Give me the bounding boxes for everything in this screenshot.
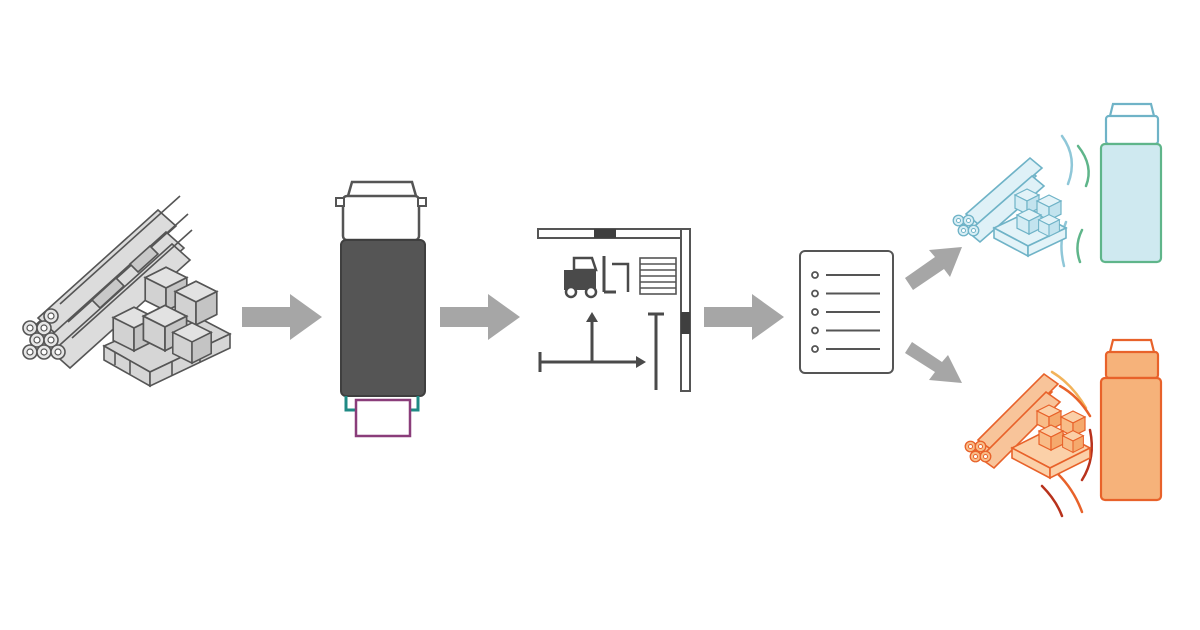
flow-arrow-up — [905, 247, 962, 290]
flow-arrow-1 — [242, 294, 322, 340]
warehouse-walls — [537, 228, 691, 392]
checklist-bullet — [811, 308, 819, 316]
truck-cab-roof — [346, 180, 418, 197]
flow-arrow-3 — [704, 294, 784, 340]
stable-boxes — [1014, 188, 1062, 237]
truck-top-view-icon — [335, 180, 427, 438]
route-lines — [538, 312, 664, 390]
pallet-slot-icon — [612, 262, 630, 292]
shifting-load-icon — [964, 338, 1163, 518]
checklist-bullet — [811, 289, 819, 298]
checklist-bullet — [811, 345, 819, 353]
flow-arrow-2 — [440, 294, 520, 340]
pipe-bundle — [28, 195, 193, 370]
checklist-row — [811, 345, 880, 353]
flow-arrow-down — [905, 342, 962, 383]
checklist-row — [811, 308, 880, 316]
truck-body — [340, 239, 426, 397]
stable-motion-lines — [1060, 134, 1090, 268]
shifting-motion-lines — [1040, 370, 1093, 518]
warehouse-door-top — [594, 229, 616, 238]
forklift-icon — [564, 256, 616, 299]
shelving-rack-icon — [639, 257, 677, 295]
checklist-bullet — [811, 326, 819, 335]
pipe-bundle-and-pallet-icon — [22, 195, 232, 388]
truck-cab — [341, 194, 421, 242]
warehouse-door-side — [681, 312, 690, 334]
stable-load-icon — [952, 102, 1163, 268]
warehouse-floorplan-icon — [537, 228, 691, 392]
stable-truck-icon — [1099, 102, 1163, 264]
checklist-row — [811, 289, 880, 298]
checklist-row — [811, 271, 880, 279]
checklist-rows — [811, 271, 880, 353]
shifting-truck-icon — [1099, 338, 1163, 502]
checklist-row — [811, 326, 880, 335]
shifting-boxes — [1036, 404, 1086, 453]
checklist-bullet — [811, 271, 819, 279]
truck-trailer — [354, 398, 412, 438]
shifting-pipe-bundle — [964, 372, 1062, 470]
checklist-icon — [799, 250, 894, 374]
